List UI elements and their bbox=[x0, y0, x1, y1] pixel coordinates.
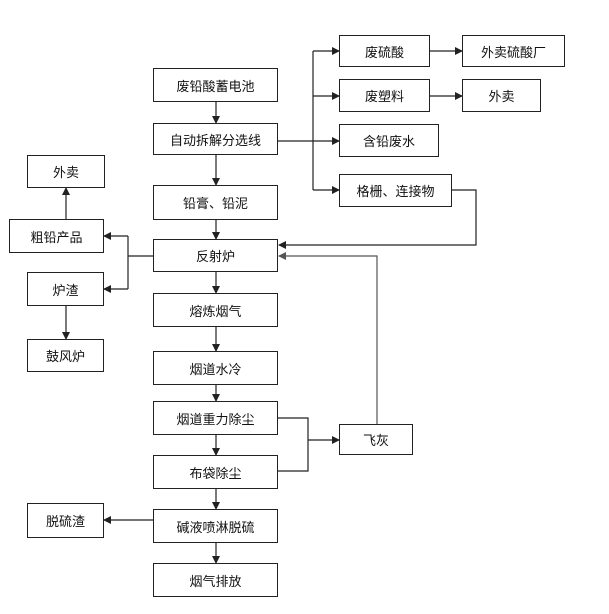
node-plastic-sale: 外卖 bbox=[462, 79, 541, 112]
node-blast-furnace: 鼓风炉 bbox=[27, 339, 104, 372]
node-slag: 炉渣 bbox=[27, 272, 104, 306]
node-crude-lead: 粗铅产品 bbox=[9, 219, 104, 253]
arrow-flyash-furnace bbox=[278, 252, 378, 424]
node-bag-dust: 布袋除尘 bbox=[153, 455, 278, 489]
gravity-to-flyash bbox=[278, 417, 309, 472]
node-lead-water: 含铅废水 bbox=[339, 124, 439, 157]
node-waste-acid: 废硫酸 bbox=[339, 35, 430, 67]
node-grid: 格栅、连接物 bbox=[339, 174, 452, 207]
node-fly-ash: 飞灰 bbox=[339, 424, 413, 455]
node-dismantle: 自动拆解分选线 bbox=[153, 123, 278, 155]
node-acid-sale: 外卖硫酸厂 bbox=[462, 35, 565, 67]
node-smelt-gas: 熔炼烟气 bbox=[153, 293, 278, 327]
node-crude-sale: 外卖 bbox=[27, 155, 105, 188]
node-gravity-dust: 烟道重力除尘 bbox=[153, 401, 278, 435]
node-alkali-scrub: 碱液喷淋脱硫 bbox=[153, 509, 278, 543]
node-paste: 铅膏、铅泥 bbox=[153, 185, 278, 220]
node-waste-plastic: 废塑料 bbox=[339, 79, 430, 112]
node-battery: 废铅酸蓄电池 bbox=[153, 68, 278, 102]
node-furnace: 反射炉 bbox=[153, 239, 278, 272]
node-desulf-slag: 脱硫渣 bbox=[27, 503, 104, 538]
node-exhaust: 烟气排放 bbox=[153, 563, 278, 597]
arrow-grid-furnace bbox=[278, 189, 477, 249]
node-flue-cool: 烟道水冷 bbox=[153, 351, 278, 385]
